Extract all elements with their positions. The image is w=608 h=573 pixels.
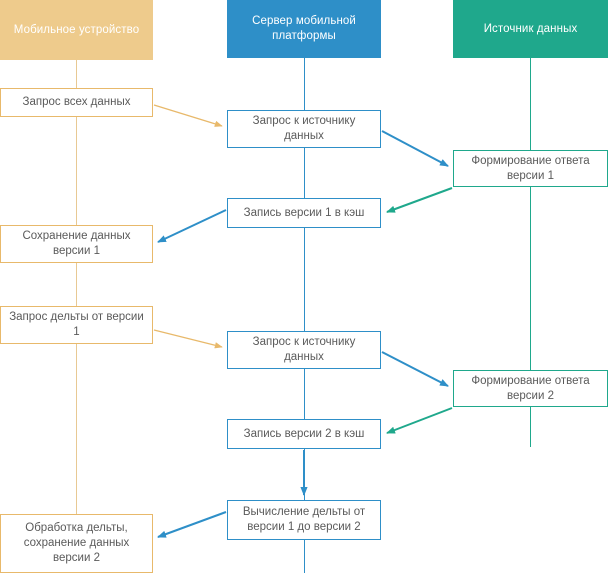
edge-cache-to-device-v1 xyxy=(157,209,227,243)
node-label: Запись версии 2 в кэш xyxy=(243,427,365,440)
lifeline-source xyxy=(530,58,531,447)
edge-request-delta xyxy=(153,329,223,349)
edge-server-to-source-v1 xyxy=(381,130,449,167)
node-label: Запрос дельты от версии 1 xyxy=(9,311,144,338)
edge-request-all-data xyxy=(153,104,223,127)
edge-source-response-v1 xyxy=(386,187,453,213)
node-request-all-data[interactable]: Запрос всех данных xyxy=(0,88,153,117)
node-build-response-v2[interactable]: Формирование ответа версии 2 xyxy=(453,370,608,407)
node-label: Формирование ответа версии 2 xyxy=(471,374,590,402)
edge-server-to-source-v2 xyxy=(381,351,449,387)
node-label: Формирование ответа версии 1 xyxy=(471,154,590,182)
node-label: Запрос к источнику данных xyxy=(252,336,356,363)
lane-header-server: Сервер мобильной платформы xyxy=(227,0,381,58)
node-request-to-source-1[interactable]: Запрос к источнику данных xyxy=(227,110,381,148)
lane-header-mobile-label: Мобильное устройство xyxy=(13,23,140,36)
node-cache-write-v2[interactable]: Запись версии 2 в кэш xyxy=(227,419,381,449)
node-cache-write-v1[interactable]: Запись версии 1 в кэш xyxy=(227,198,381,228)
edge-source-response-v2 xyxy=(386,407,453,434)
lane-header-server-label: Сервер мобильной платформы xyxy=(252,15,356,42)
node-label: Сохранение данных версии 1 xyxy=(22,230,131,257)
node-label: Запрос всех данных xyxy=(22,96,131,108)
node-label: Запрос к источнику данных xyxy=(252,115,356,142)
node-request-delta-from-v1[interactable]: Запрос дельты от версии 1 xyxy=(0,306,153,344)
node-build-response-v1[interactable]: Формирование ответа версии 1 xyxy=(453,150,608,187)
node-process-delta-save-v2[interactable]: Обработка дельты, сохранение данных верс… xyxy=(0,514,153,573)
node-request-to-source-2[interactable]: Запрос к источнику данных xyxy=(227,331,381,369)
node-label: Вычисление дельты от версии 1 до версии … xyxy=(242,506,366,533)
lifeline-server xyxy=(304,58,305,573)
lane-header-source: Источник данных xyxy=(453,0,608,58)
node-calculate-delta[interactable]: Вычисление дельты от версии 1 до версии … xyxy=(227,500,381,540)
node-label: Запись версии 1 в кэш xyxy=(243,206,365,219)
lane-header-mobile: Мобильное устройство xyxy=(0,0,153,60)
edge-delta-to-device xyxy=(157,511,227,538)
node-label: Обработка дельты, сохранение данных верс… xyxy=(23,522,130,564)
node-save-data-v1[interactable]: Сохранение данных версии 1 xyxy=(0,225,153,263)
lane-header-source-label: Источник данных xyxy=(483,22,578,35)
